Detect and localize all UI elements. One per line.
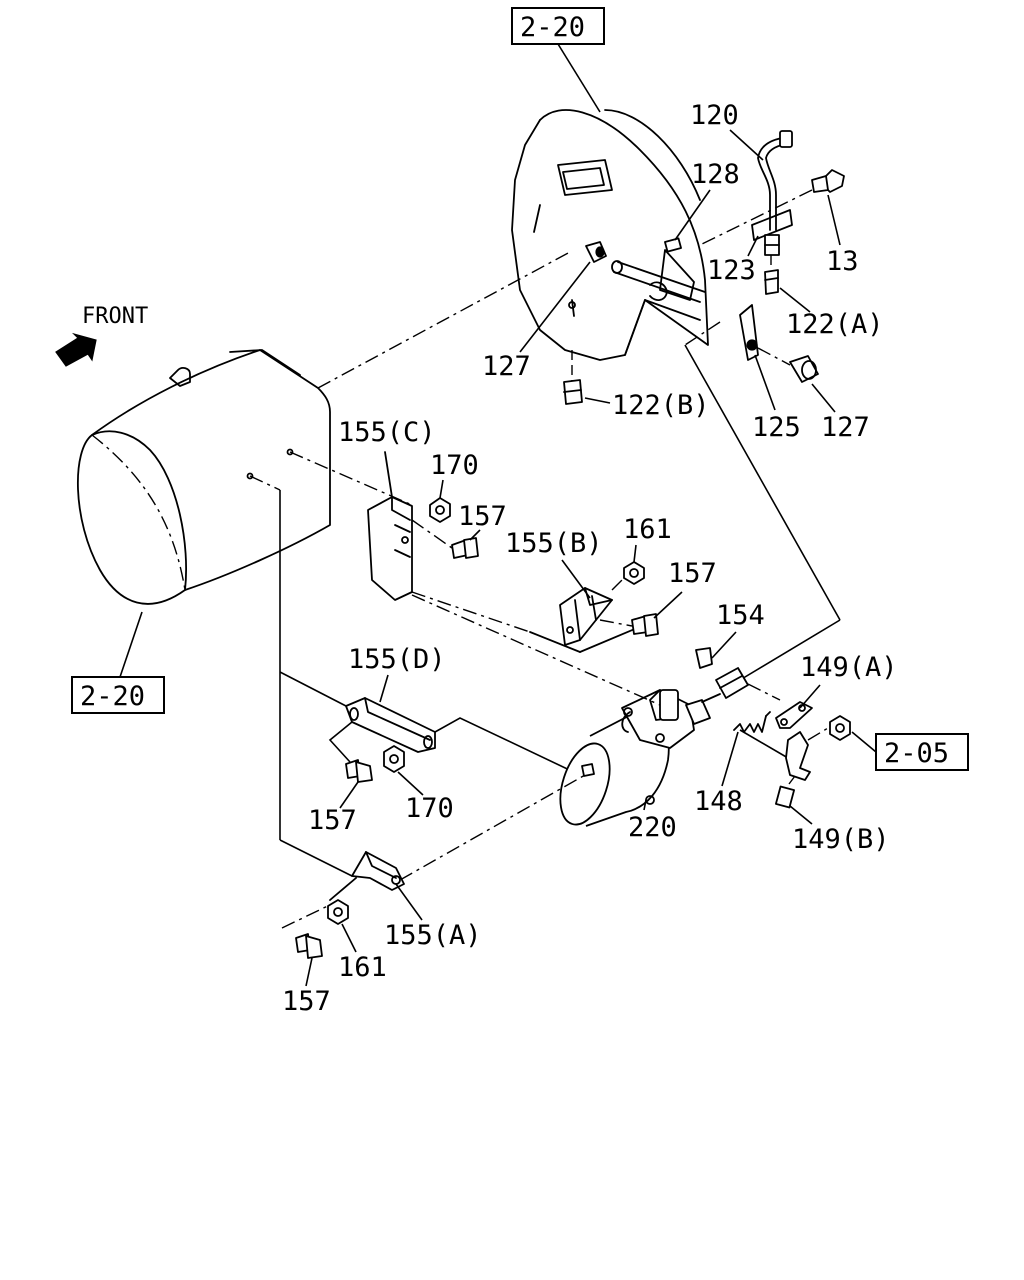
callout-154: 154 [716,600,765,631]
part-161-top-nut: 161 [611,514,672,591]
callout-157-left: 157 [308,805,357,836]
callout-157-mid: 157 [668,558,717,589]
part-125-lever: 125 [739,304,801,443]
front-arrow-icon [55,332,97,367]
part-155a-bracket: 155(A) [281,851,482,951]
ref-box-right: 2-05 [851,731,969,771]
ref-right-label: 2-05 [884,738,949,769]
part-149a-lever: 149(A) [775,652,898,729]
part-127-left-bolt: 127 [482,241,607,382]
callout-148: 148 [694,786,743,817]
callout-127-right: 127 [821,412,870,443]
ref-top-label: 2-20 [520,12,585,43]
clutch-release-shaft [611,249,706,303]
callout-128: 128 [691,159,740,190]
callout-120: 120 [690,100,739,131]
part-122b-nipple: 122(B) [563,350,710,421]
part-2-05-nut [829,715,851,741]
front-indicator: FRONT [55,304,148,367]
callout-170-bottom: 170 [405,793,454,824]
callout-161-top: 161 [623,514,672,545]
callout-155b: 155(B) [505,528,603,559]
callout-149a: 149(A) [800,652,898,683]
callout-149b: 149(B) [792,824,890,855]
part-149b-lever: 149(B) [775,727,890,855]
callout-157-top: 157 [458,501,507,532]
ref-box-left: 2-20 [71,611,165,714]
part-123-fitting: 123 [707,209,793,286]
part-155c-bracket: 155(C) [338,417,531,633]
engine-block [76,251,571,605]
callout-13: 13 [826,246,859,277]
part-122a-nipple: 122(A) [764,255,884,340]
front-label: FRONT [82,304,148,329]
part-148-spring: 148 [694,711,789,817]
part-157-bottom-bolt: 157 [282,933,331,1017]
callout-122a: 122(A) [786,309,884,340]
callout-123: 123 [707,255,756,286]
part-155b-bracket: 155(B) [505,528,657,653]
part-161-bottom-nut: 161 [327,899,387,983]
part-170-bottom-nut: 170 [383,745,454,824]
part-157-top-bolt: 157 [411,501,507,559]
callout-157-bottom: 157 [282,986,331,1017]
callout-155a: 155(A) [384,920,482,951]
callout-170-top: 170 [430,450,479,481]
part-155d-bracket: 155(D) [328,644,581,776]
flywheel-housing [511,109,709,361]
callout-125: 125 [752,412,801,443]
ref-box-top: 2-20 [511,7,605,113]
callout-127-left: 127 [482,351,531,382]
callout-155c: 155(C) [338,417,436,448]
callout-155d: 155(D) [348,644,446,675]
callout-161-bottom: 161 [338,952,387,983]
part-157-left-bolt: 157 [308,759,373,836]
callout-122b: 122(B) [612,390,710,421]
part-154-pin: 154 [695,600,765,669]
part-157-mid-bolt: 157 [599,558,717,637]
part-120-hose: 120 [690,100,793,231]
part-170-top-nut: 170 [429,450,479,523]
part-13-bolt: 13 [699,169,859,277]
part-127-right-bolt: 127 [757,347,870,443]
ref-left-label: 2-20 [80,681,145,712]
callout-220: 220 [628,812,677,843]
part-220-clutch-booster: 220 [559,667,749,843]
part-128-pin: 128 [664,159,740,253]
